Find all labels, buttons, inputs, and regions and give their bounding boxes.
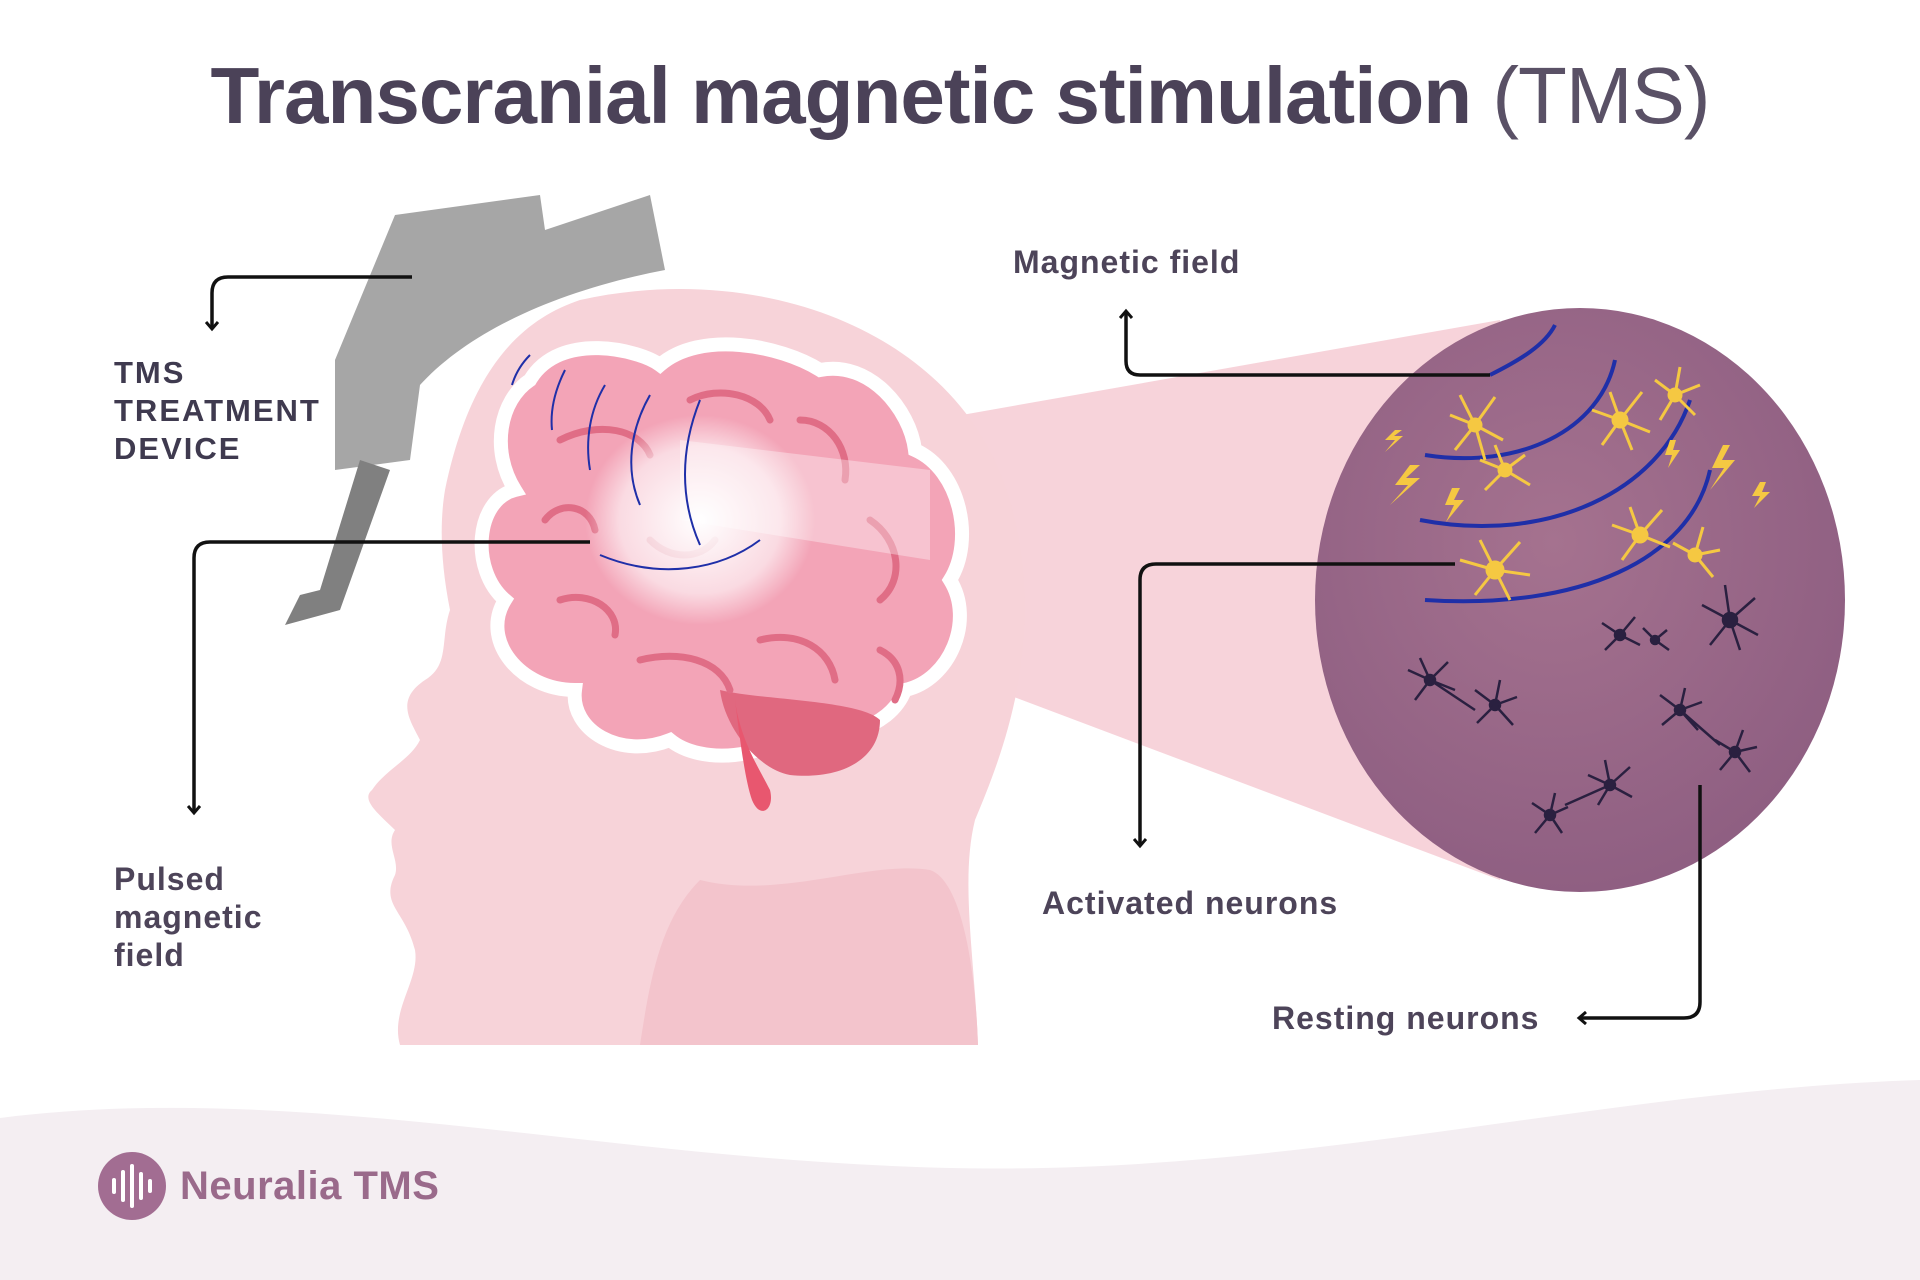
arrow-icon	[212, 275, 412, 328]
brand-logo-space	[98, 1152, 166, 1220]
label-resting-neurons: Resting neurons	[1272, 1000, 1540, 1036]
lightning-icon	[1385, 430, 1770, 522]
page-title: Transcranial magnetic stimulation (TMS)	[0, 50, 1920, 142]
connector-arrows	[194, 275, 1702, 1018]
arrow-icon	[194, 540, 590, 812]
arrow-icon	[1126, 312, 1490, 377]
brand: Neuralia TMS	[98, 1152, 439, 1220]
label-magnetic-field: Magnetic field	[1013, 244, 1241, 280]
label-activated-neurons: Activated neurons	[1042, 885, 1339, 921]
brand-name: Neuralia TMS	[180, 1163, 440, 1208]
label-pulsed-field: Pulsed magnetic field	[114, 861, 263, 973]
label-tms-device: TMS TREATMENT DEVICE	[114, 355, 321, 466]
resting-neurons	[1407, 584, 1759, 834]
title-main: Transcranial magnetic stimulation	[210, 51, 1472, 140]
pulse-arcs	[511, 354, 761, 571]
arrow-icon	[1580, 785, 1702, 1018]
zoom-circle	[1315, 308, 1845, 892]
footer-wave	[0, 1080, 1920, 1280]
title-abbr: (TMS)	[1492, 51, 1710, 140]
brain-illustration	[474, 337, 970, 811]
arrow-icon	[1140, 562, 1455, 845]
activated-neurons	[1449, 366, 1721, 601]
sound-wave-icon	[98, 1152, 166, 1220]
